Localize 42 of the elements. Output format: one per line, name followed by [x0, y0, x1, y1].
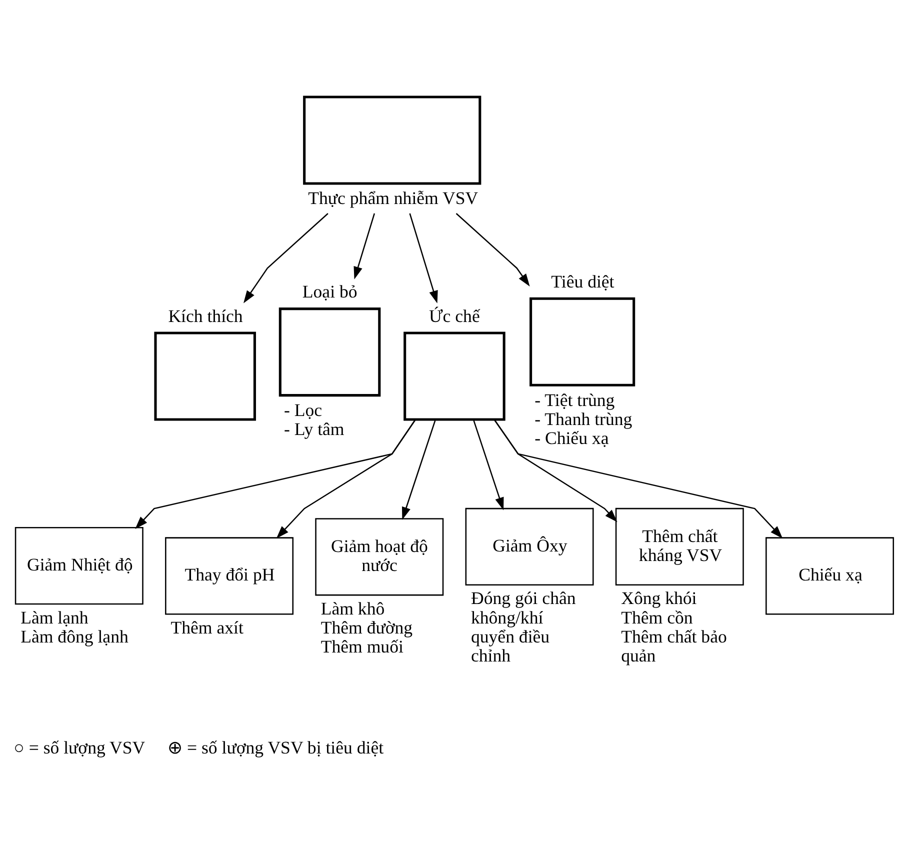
node-box: Chiếu xạ — [766, 536, 894, 614]
arrow — [244, 212, 328, 303]
arrow — [409, 212, 438, 303]
arrow — [276, 419, 416, 538]
node-label: Thêm đường — [320, 616, 413, 637]
arrow — [135, 419, 416, 528]
node-label: Loại bỏ — [302, 281, 358, 302]
node-box — [530, 296, 636, 386]
node-box: Giảm Ôxy — [465, 507, 594, 586]
node-label: Làm đông lạnh — [20, 626, 128, 646]
node-label: - Lọc — [284, 399, 322, 420]
node-label: Thêm muối — [320, 636, 404, 656]
legend-label: ○ = số lượng VSV — [14, 737, 146, 758]
node-label: Làm lạnh — [20, 606, 88, 627]
node-label: - Thanh trùng — [534, 408, 632, 428]
node-box — [154, 331, 256, 420]
node-label: Thêm cồn — [621, 606, 693, 627]
node-box: Giảm hoạt độ nước — [315, 518, 444, 596]
arrow — [456, 212, 530, 286]
node-box: Thay đổi pH — [165, 536, 294, 614]
node-label: - Chiếu xạ — [534, 427, 609, 448]
node-box: Thêm chất kháng VSV — [615, 507, 744, 586]
legend-label: ⊕ = số lượng VSV bị tiêu diệt — [168, 737, 384, 758]
node-label: Xông khói — [621, 588, 697, 608]
arrow — [473, 420, 504, 510]
node-label: Kích thích — [168, 305, 243, 326]
node-box — [303, 95, 482, 184]
node-label: Làm khô — [320, 598, 385, 618]
node-box — [278, 307, 381, 396]
arrow — [354, 212, 376, 279]
node-label: - Ly tâm — [284, 418, 344, 439]
node-label: Thực phẩm nhiễm VSV — [308, 188, 478, 208]
node-label: Thêm axít — [170, 616, 244, 637]
arrow — [402, 420, 436, 520]
node-label: Tiêu diệt — [551, 270, 614, 291]
node-box — [404, 331, 506, 420]
arrow — [494, 419, 783, 538]
node-label: - Tiệt trùng — [534, 389, 615, 410]
node-box: Giảm Nhiệt độ — [14, 526, 144, 604]
node-label: Ức chế — [429, 305, 480, 326]
node-label: Thêm chất bảo quản — [621, 626, 727, 665]
node-label: Đóng gói chân không/khí quyển điều chỉnh — [470, 588, 576, 665]
